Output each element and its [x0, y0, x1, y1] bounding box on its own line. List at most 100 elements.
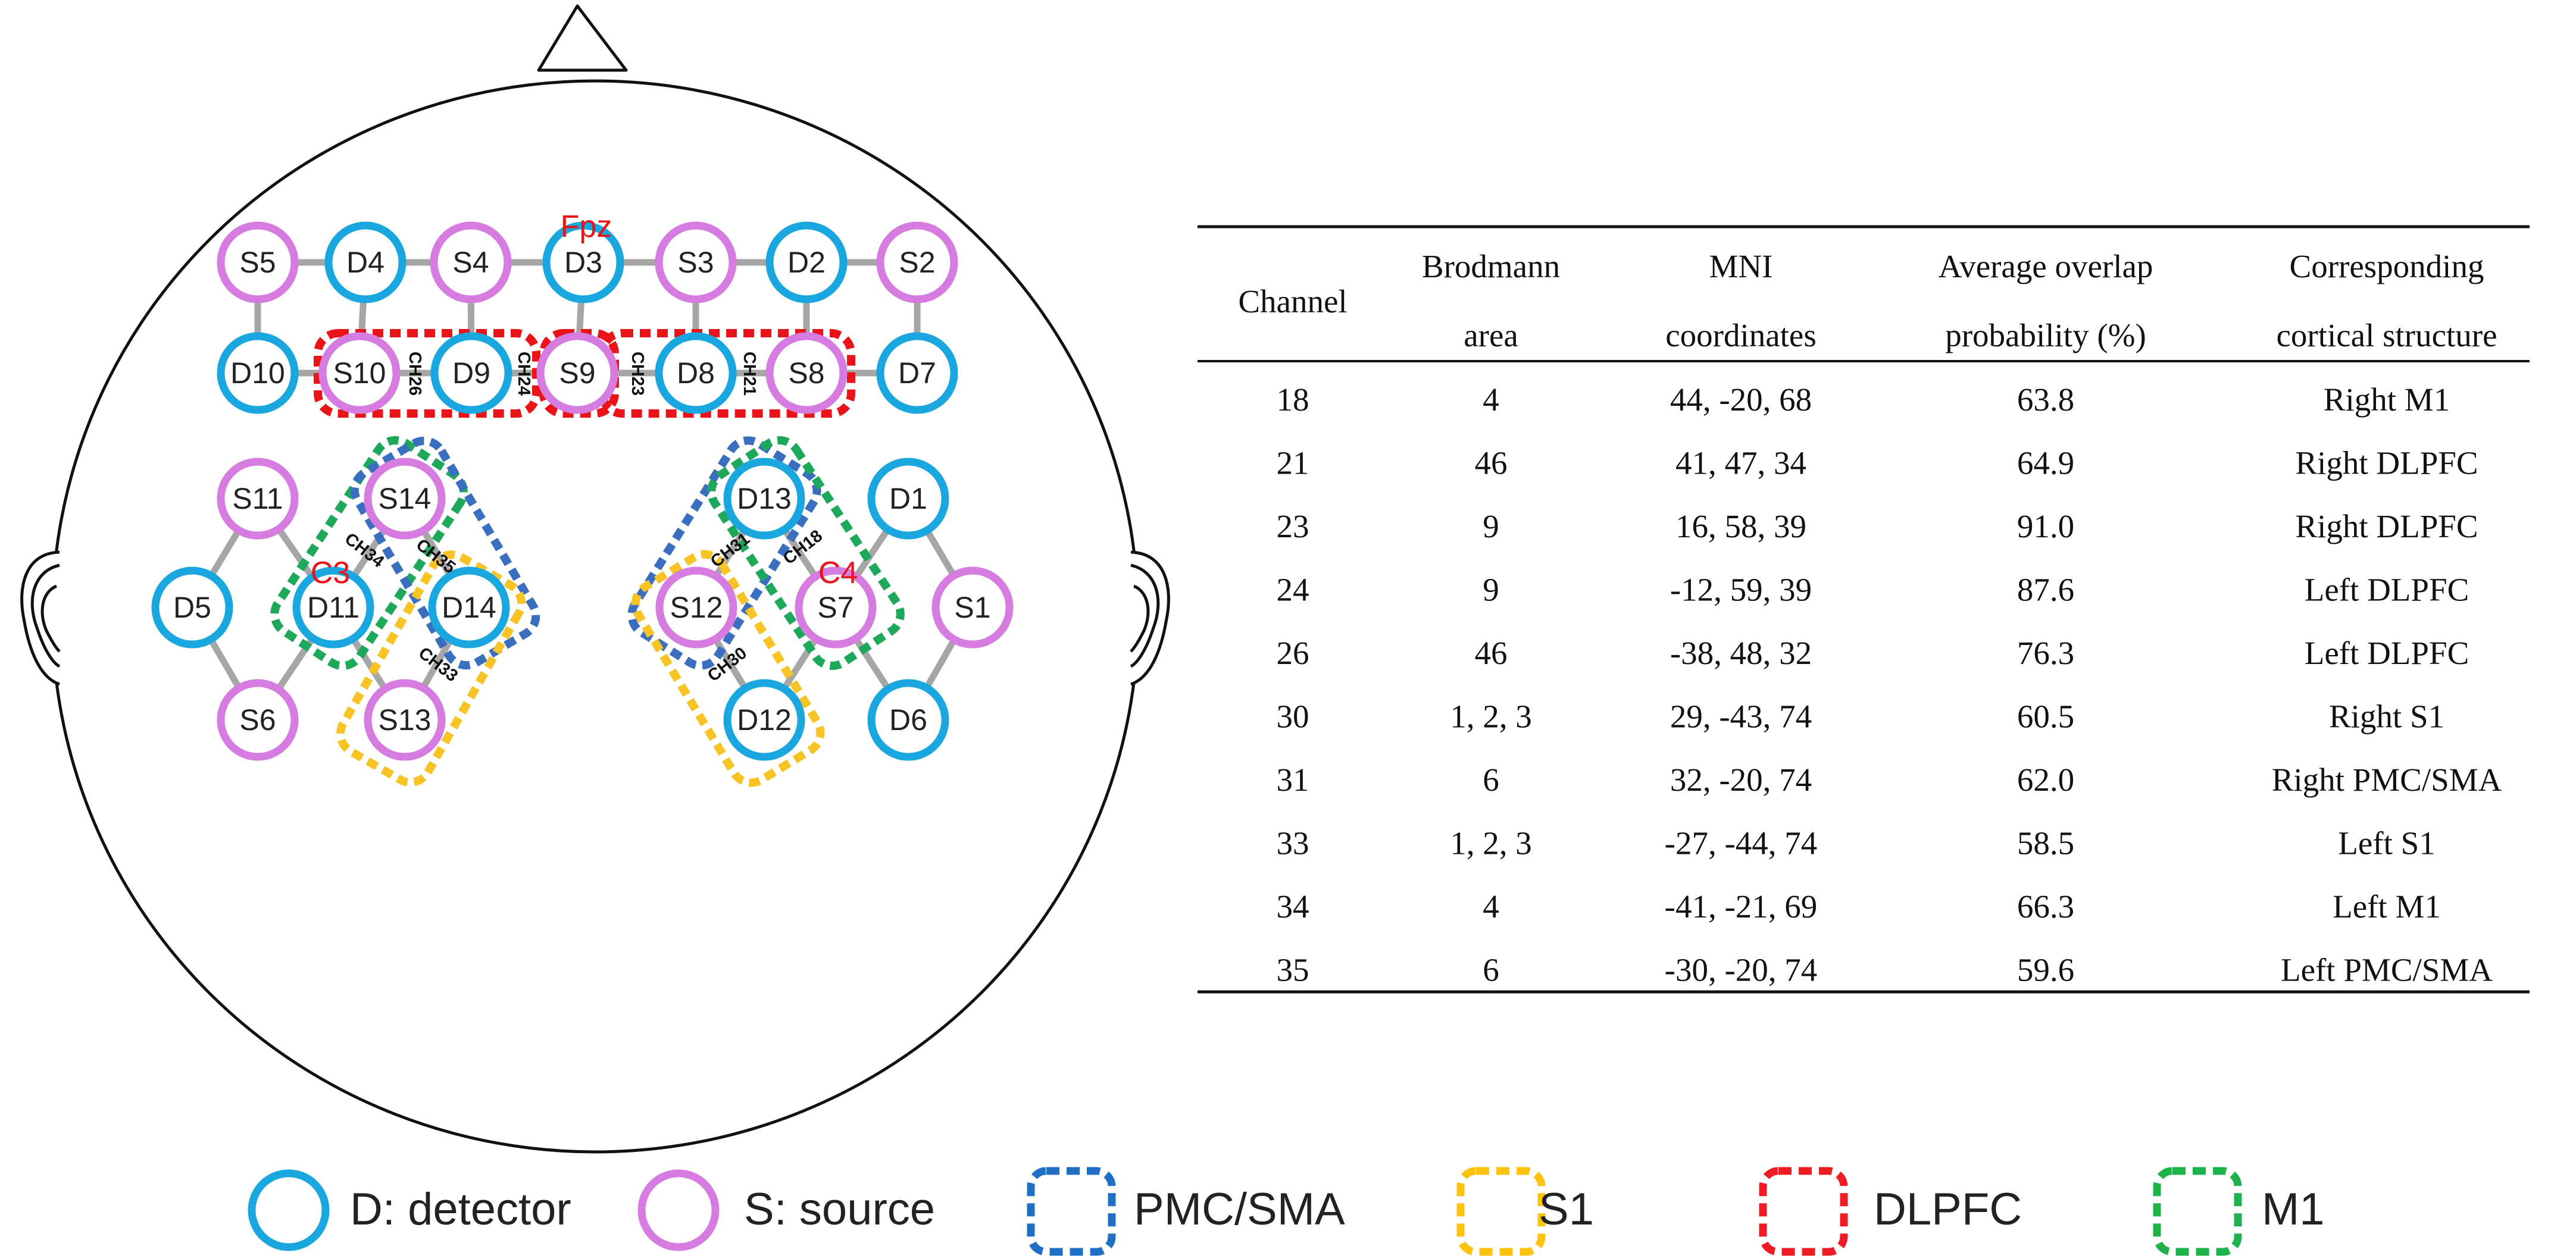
- dlpfc-region-left: [314, 329, 540, 418]
- table-cell: 31: [1277, 762, 1309, 798]
- legend-item-dlpfc: DLPFC: [1759, 1167, 2022, 1256]
- table-header-cell: area: [1464, 317, 1518, 353]
- legend-swatch: [248, 1169, 330, 1251]
- table-header-cell: Channel: [1238, 283, 1347, 320]
- table-cell: 34: [1277, 888, 1309, 925]
- table-cell: 87.6: [2017, 572, 2074, 608]
- source-ring: [364, 458, 446, 540]
- channel-label-ch21: CH21: [740, 352, 759, 396]
- table-cell: 4: [1483, 888, 1499, 925]
- table-cell: 24: [1277, 572, 1309, 608]
- table-cell: 63.8: [2017, 381, 2074, 418]
- source-ring: [217, 458, 299, 540]
- optode-label: S5: [239, 246, 276, 279]
- landmark-c3: C3: [311, 556, 350, 590]
- table-cell: 44, -20, 68: [1670, 381, 1812, 418]
- table-cell: -41, -21, 69: [1665, 888, 1818, 925]
- optode-d3: D3: [542, 221, 624, 303]
- optode-label: D8: [677, 356, 715, 390]
- table-header-cell: probability (%): [1945, 317, 2146, 353]
- source-ring: [430, 221, 512, 303]
- optode-label: D4: [346, 246, 384, 279]
- channel-label-ch24: CH24: [514, 352, 533, 396]
- detector-ring: [542, 221, 624, 303]
- optode-label: D1: [889, 482, 927, 515]
- m1-region-left: [270, 436, 468, 670]
- optode-d5: D5: [151, 566, 233, 649]
- table-cell: -38, 48, 32: [1670, 635, 1812, 671]
- detector-ring: [324, 221, 407, 303]
- table-cell: Right S1: [2329, 699, 2444, 735]
- table-cell: -27, -44, 74: [1665, 825, 1818, 862]
- optode-s5: S5: [217, 221, 299, 303]
- optode-s8: S8: [765, 332, 848, 414]
- optode-label: S8: [788, 356, 824, 390]
- legend-swatch: [1027, 1167, 1116, 1256]
- optode-s3: S3: [655, 221, 737, 303]
- landmark-fpz: Fpz: [561, 209, 612, 244]
- legend-item-s1: S1: [1456, 1167, 1594, 1256]
- detector-ring: [151, 566, 233, 649]
- legend-item-s-source: S: source: [637, 1169, 935, 1251]
- table-cell: 4: [1483, 381, 1499, 418]
- optode-label: D14: [442, 591, 496, 624]
- table-cell: -12, 59, 39: [1670, 572, 1812, 608]
- table-header-cell: MNI: [1709, 248, 1773, 284]
- table-cell: 1, 2, 3: [1450, 825, 1532, 862]
- table-cell: 60.5: [2017, 699, 2074, 735]
- pmc-sma-region-left: [350, 436, 540, 670]
- channel-label-ch30: CH30: [704, 644, 751, 686]
- optode-label: S11: [232, 482, 283, 515]
- optode-d11: D11: [292, 566, 374, 649]
- detector-ring: [655, 332, 737, 414]
- legend-label: S1: [1539, 1184, 1594, 1235]
- optode-s10: S10: [318, 332, 401, 414]
- table-header-cell: Brodmann: [1422, 248, 1560, 284]
- detector-ring: [867, 458, 949, 540]
- channel-label-ch33: CH33: [415, 644, 461, 686]
- optode-s12: S12: [655, 566, 737, 649]
- table-cell: Right PMC/SMA: [2272, 762, 2502, 798]
- optode-d10: D10: [217, 332, 299, 414]
- optode-s14: S14: [364, 458, 446, 540]
- detector-ring: [292, 566, 374, 649]
- left-ear: [20, 550, 61, 686]
- head-outline: [20, 4, 1170, 1154]
- source-ring: [655, 566, 737, 649]
- optode-d8: D8: [655, 332, 737, 414]
- optode-d9: D9: [430, 332, 512, 414]
- optode-label: D3: [564, 246, 602, 279]
- optode-s11: S11: [217, 458, 299, 540]
- region-boxes: [270, 329, 905, 787]
- source-ring: [364, 679, 446, 761]
- detector-ring: [428, 566, 510, 649]
- optode-d1: D1: [867, 458, 949, 540]
- channel-label-ch31: CH31: [707, 530, 754, 572]
- right-ear: [1130, 550, 1170, 686]
- legend-label: D: detector: [350, 1184, 571, 1235]
- detector-ring: [723, 458, 805, 540]
- legend-swatch: [637, 1169, 720, 1251]
- optode-d7: D7: [876, 332, 958, 414]
- legend-item-m1: M1: [2153, 1167, 2325, 1256]
- table-cell: 91.0: [2017, 508, 2074, 544]
- source-ring: [931, 566, 1014, 649]
- pmc-sma-region-right: [627, 436, 821, 670]
- channel-label-ch26: CH26: [405, 352, 424, 396]
- legend-swatch: [2153, 1167, 2242, 1256]
- table-cell: Left DLPFC: [2305, 572, 2469, 608]
- optode-label: D13: [737, 482, 792, 515]
- table-cell: 1, 2, 3: [1450, 699, 1532, 735]
- optode-label: S12: [670, 591, 723, 624]
- source-ring: [765, 332, 848, 414]
- legend-label: S: source: [744, 1184, 935, 1235]
- optode-d14: D14: [428, 566, 510, 649]
- table-cell: 41, 47, 34: [1675, 445, 1806, 481]
- optode-label: D11: [307, 591, 359, 624]
- nose-triangle: [537, 4, 628, 72]
- table-cell: Left M1: [2333, 888, 2441, 925]
- legend-item-d-detector: D: detector: [248, 1169, 571, 1251]
- optode-d4: D4: [324, 221, 407, 303]
